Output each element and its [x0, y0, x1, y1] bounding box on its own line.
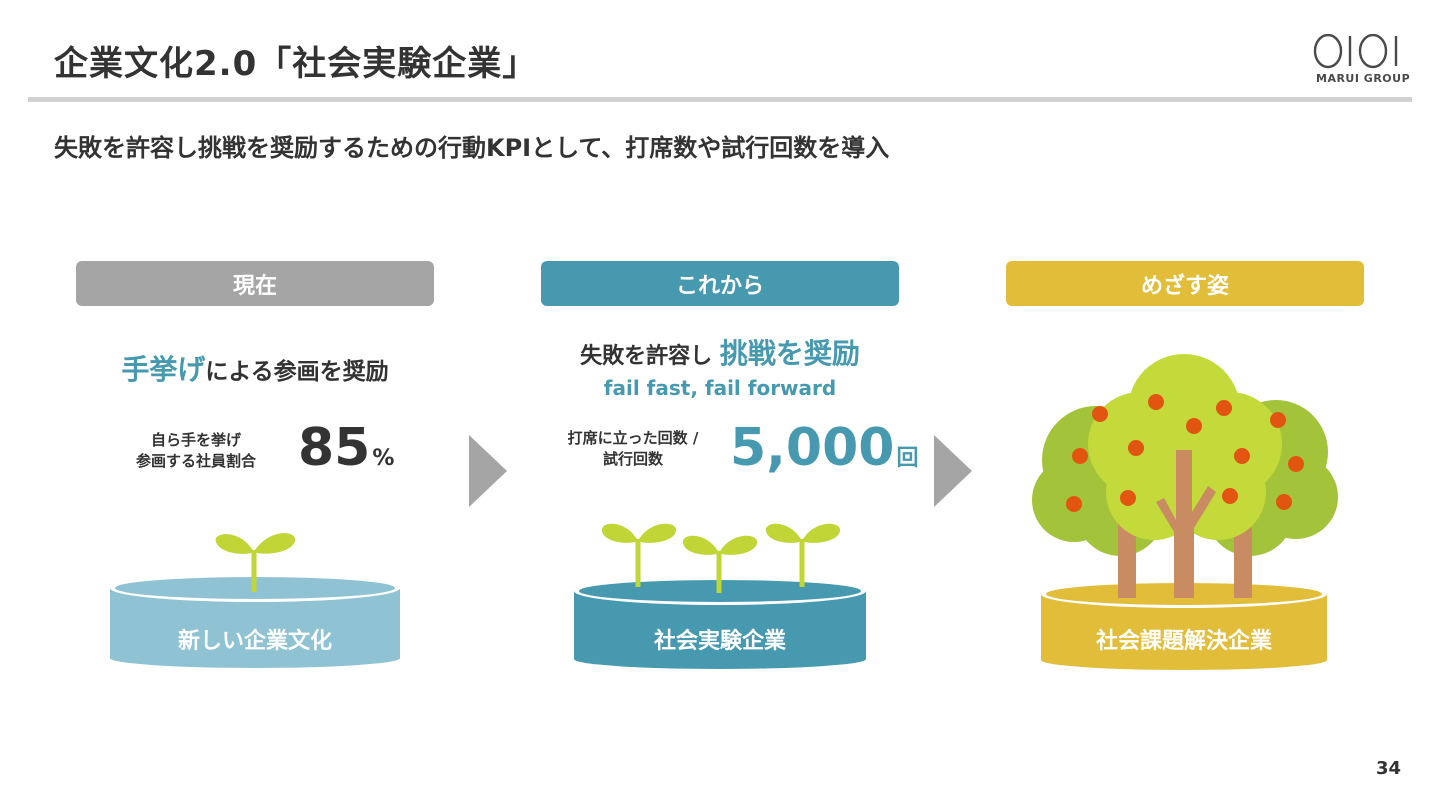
pill-current: 現在 — [76, 261, 434, 306]
pot-label-social-experiment: 社会実験企業 — [653, 629, 786, 654]
arrow-right-icon — [469, 435, 507, 507]
future-metric-label-line2: 試行回数 — [602, 450, 663, 468]
page-title: 企業文化2.0「社会実験企業」 — [54, 44, 538, 84]
current-metric-label-line2: 参画する社員割合 — [135, 452, 256, 470]
title-divider — [28, 97, 1412, 102]
future-heading-prefix: 失敗を許容し — [580, 344, 713, 369]
current-heading-rest: による参画を奨励 — [205, 359, 389, 385]
future-tagline: fail fast, fail forward — [603, 376, 837, 400]
current-metric-label-line1: 自ら手を挙げ — [150, 431, 241, 449]
future-metric-label-line1: 打席に立った回数 / — [567, 429, 699, 447]
fruit-tree-grove-pot-icon — [1032, 354, 1338, 670]
future-metric-value: 5,000 — [730, 418, 895, 478]
page-number: 34 — [1376, 758, 1402, 779]
current-heading-highlight: 手挙げ — [121, 353, 206, 386]
logo-wordmark: MARUI GROUP — [1316, 72, 1411, 85]
current-metric: 85% — [298, 418, 394, 478]
single-sprout-pot-icon — [110, 533, 400, 668]
current-heading: 手挙げによる参画を奨励 — [76, 348, 434, 388]
three-sprouts-pot-icon — [574, 523, 866, 669]
future-heading-highlight: 挑戦を奨励 — [719, 337, 860, 370]
pot-label-new-culture: 新しい企業文化 — [177, 629, 332, 654]
current-metric-label: 自ら手を挙げ 参画する社員割合 — [118, 430, 274, 472]
pot-label-social-solution: 社会課題解決企業 — [1095, 629, 1272, 654]
future-metric-unit: 回 — [896, 446, 919, 471]
slide-subtitle: 失敗を許容し挑戦を奨励するための行動KPIとして、打席数や試行回数を導入 — [54, 134, 890, 162]
current-metric-unit: % — [372, 446, 395, 471]
pill-from-now: これから — [541, 261, 899, 306]
future-metric: 5,000回 — [730, 418, 919, 478]
current-metric-value: 85 — [298, 418, 371, 478]
future-heading: 失敗を許容し 挑戦を奨励 — [541, 332, 899, 372]
future-metric-label: 打席に立った回数 / 試行回数 — [548, 428, 718, 470]
pill-goal: めざす姿 — [1006, 261, 1364, 306]
arrow-right-icon — [934, 435, 972, 507]
marui-logo-icon — [1313, 34, 1398, 69]
